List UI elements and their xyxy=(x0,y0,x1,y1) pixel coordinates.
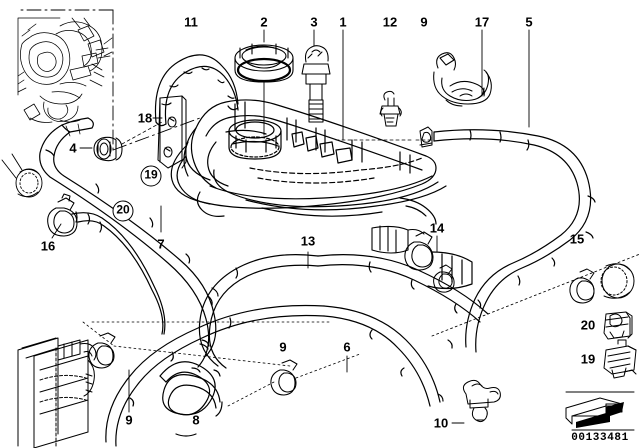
grommet-4-dashline xyxy=(121,121,163,145)
hose-8-dashline xyxy=(227,381,275,407)
ring-16-upper xyxy=(1,153,43,198)
callout-9: 9 xyxy=(125,412,133,428)
callout-3: 3 xyxy=(310,14,318,30)
callout-16: 16 xyxy=(40,238,56,254)
hose-after-clamp-14 xyxy=(427,251,473,290)
callout-15: 15 xyxy=(569,231,585,247)
hose-13 xyxy=(198,254,489,377)
legend-clip-20 xyxy=(603,311,633,340)
callout-10: 10 xyxy=(433,415,449,431)
short-hose-20-area xyxy=(71,211,166,335)
ring-15 xyxy=(600,263,635,299)
hose-6 xyxy=(105,304,441,447)
callout-4: 4 xyxy=(69,140,77,156)
callout-5: 5 xyxy=(525,14,533,30)
callout-9: 9 xyxy=(279,339,287,355)
bracket-18 xyxy=(157,95,187,169)
clamp-9-radiator xyxy=(88,332,116,369)
level-sensor-3 xyxy=(301,45,331,123)
arrow-solid xyxy=(576,402,624,428)
clamp-14 xyxy=(404,231,434,271)
legend-clip-19 xyxy=(603,339,637,379)
clamp-16 xyxy=(47,193,78,237)
callout-17: 17 xyxy=(474,14,490,30)
legend-15-dashline xyxy=(431,253,640,337)
hose-5 xyxy=(433,129,596,402)
callout-9: 9 xyxy=(420,14,428,30)
direction-arrow-logo xyxy=(565,391,635,431)
callout-2: 2 xyxy=(260,14,268,30)
hose-7 xyxy=(39,117,219,373)
callout-13: 13 xyxy=(300,233,316,249)
callout-12: 12 xyxy=(382,14,398,30)
expansion-tank xyxy=(170,99,447,225)
cap-2 xyxy=(234,43,294,83)
callout-6: 6 xyxy=(343,339,351,355)
reference-frame-dashline xyxy=(17,9,114,151)
bracket-17 xyxy=(433,52,492,107)
callout-7: 7 xyxy=(157,236,165,252)
callout-8: 8 xyxy=(192,412,200,428)
callout-20-circled: 20 xyxy=(112,200,134,222)
callout-18: 18 xyxy=(137,110,153,126)
callout-19: 19 xyxy=(580,351,596,367)
clip-9-top xyxy=(419,126,433,148)
hose-stub-14 xyxy=(371,225,425,254)
hose-11 xyxy=(154,54,239,127)
callout-1: 1 xyxy=(339,14,347,30)
callout-14: 14 xyxy=(429,220,445,236)
hose-8 xyxy=(159,361,223,437)
radiator-dashline xyxy=(82,321,291,367)
clamp-15 xyxy=(569,268,595,304)
callout-20: 20 xyxy=(580,317,596,333)
clamp-9-mid-dashline xyxy=(295,353,361,379)
clamp-16-leader xyxy=(51,223,62,239)
callout-19-circled: 19 xyxy=(140,165,162,187)
clip-10 xyxy=(462,379,501,423)
clip-12 xyxy=(379,90,402,127)
engine-block-reference xyxy=(17,17,113,137)
callout-11: 11 xyxy=(184,14,198,30)
diagram-part-number: 00133481 xyxy=(571,432,629,444)
grommet-4 xyxy=(93,136,123,162)
clamp-9-hose8 xyxy=(270,359,298,396)
radiator-unit xyxy=(17,337,97,448)
